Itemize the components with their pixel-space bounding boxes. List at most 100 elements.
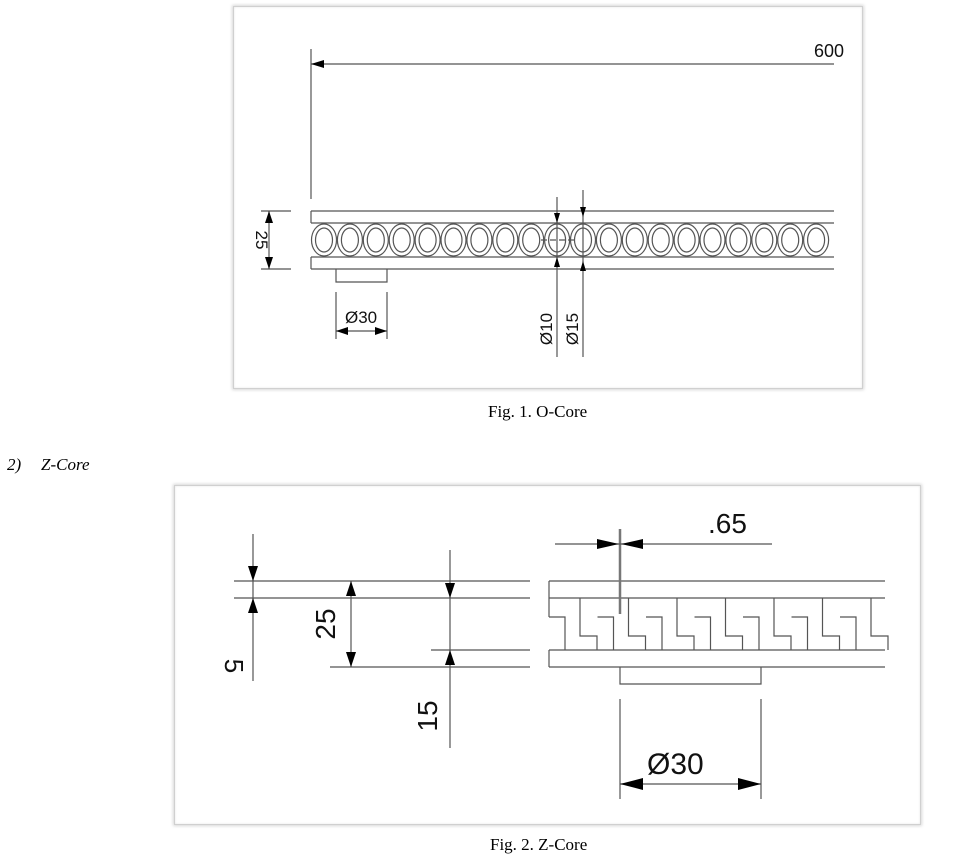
tube (621, 223, 648, 257)
z-cell-lower-wall (694, 616, 712, 650)
dim-thickness: 25 (252, 231, 271, 250)
z-cell-lower-wall (597, 616, 615, 650)
arrow-head-icon (346, 652, 356, 667)
z-cell-lower-wall (791, 616, 809, 650)
section-title: Z-Core (41, 455, 90, 474)
z-cell-lower-wall (743, 616, 760, 650)
z-cell-upper-wall (821, 598, 841, 650)
arrow-head-icon (620, 778, 643, 790)
tube-outer-wall (621, 223, 648, 257)
tube (725, 223, 752, 257)
dim-wall-spacing: .65 (708, 508, 747, 539)
dim-insert-diameter: Ø30 (345, 308, 377, 327)
z-cell-lower-wall (646, 616, 663, 650)
z-cell-upper-wall (870, 598, 889, 650)
arrow-head-icon (597, 539, 619, 549)
tube-inner-wall (340, 227, 360, 253)
dim-total-thickness: 25 (310, 608, 341, 639)
tube-inner-wall (625, 227, 644, 253)
tube-inner-wall (651, 227, 670, 253)
tube (673, 223, 700, 257)
figure-caption-1: Fig. 1. O-Core (488, 402, 588, 421)
z-cell-upper-wall (676, 598, 695, 650)
arrow-head-icon (554, 257, 560, 267)
z-core-cells (549, 598, 889, 650)
tube (647, 223, 674, 257)
tube-inner-wall (729, 227, 748, 253)
z-cell-lower-wall (549, 616, 566, 650)
tube-outer-wall (440, 223, 467, 257)
arrow-head-icon (265, 257, 273, 269)
tube-inner-wall (444, 227, 463, 253)
tube (777, 223, 804, 257)
arrow-head-icon (445, 650, 455, 665)
tube-outer-wall (362, 223, 389, 257)
tube-outer-wall (336, 223, 364, 257)
section-number: 2) (7, 455, 22, 474)
tube-outer-wall (466, 223, 493, 257)
tube-outer-wall (414, 223, 441, 257)
dim-inner-diameter: Ø10 (537, 313, 556, 345)
tube (440, 223, 467, 257)
tube-outer-wall (673, 223, 700, 257)
z-cell-upper-wall (724, 598, 744, 650)
arrow-head-icon (248, 566, 258, 581)
arrow-head-icon (248, 598, 258, 613)
tube (518, 223, 545, 257)
tube-outer-wall (751, 223, 778, 257)
tube-row (310, 223, 830, 257)
tube (492, 223, 519, 257)
tube (802, 223, 830, 257)
arrow-head-icon (580, 207, 586, 217)
tube (466, 223, 493, 257)
figure-z-core: 5 25 15 .65 Ø30 (174, 485, 921, 825)
tube-outer-wall (802, 223, 830, 257)
section-heading: 2) Z-Core (7, 455, 90, 475)
dim-insert-diameter: Ø30 (647, 748, 704, 781)
arrow-head-icon (265, 211, 273, 223)
tube (595, 223, 622, 257)
dim-outer-diameter: Ø15 (563, 313, 582, 345)
tube (751, 223, 778, 257)
tube-inner-wall (496, 227, 515, 253)
tube-outer-wall (777, 223, 804, 257)
tube-outer-wall (595, 223, 622, 257)
arrow-head-icon (311, 60, 324, 68)
tube-outer-wall (388, 223, 415, 257)
tube (336, 223, 364, 257)
tube-inner-wall (470, 227, 489, 253)
tube-outer-wall (310, 223, 338, 257)
dim-core-height: 15 (412, 700, 443, 731)
tube-outer-wall (725, 223, 752, 257)
tube (362, 223, 389, 257)
insert-block (619, 667, 762, 685)
arrow-head-icon (738, 778, 761, 790)
tube-inner-wall (599, 227, 618, 253)
tube-inner-wall (703, 227, 722, 253)
tube-inner-wall (677, 227, 696, 253)
arrow-head-icon (580, 261, 586, 271)
insert-block (335, 269, 388, 283)
tube-inner-wall (755, 227, 774, 253)
arrow-head-icon (621, 539, 643, 549)
arrow-head-icon (336, 327, 348, 335)
figure-o-core: 600 25 Ø30 Ø10 Ø15 (233, 6, 863, 389)
tube (699, 223, 726, 257)
z-core-drawing: 5 25 15 .65 Ø30 (219, 508, 889, 799)
arrow-head-icon (554, 213, 560, 223)
z-cell-upper-wall (627, 598, 647, 650)
dim-overall-length: 600 (814, 41, 844, 61)
tube-outer-wall (699, 223, 726, 257)
tube (310, 223, 338, 257)
tube-inner-wall (806, 227, 826, 253)
tube (388, 223, 415, 257)
tube-inner-wall (314, 227, 334, 253)
tube-inner-wall (366, 227, 385, 253)
tube (414, 223, 441, 257)
arrow-head-icon (375, 327, 387, 335)
dim-skin-thickness: 5 (219, 659, 249, 673)
z-cell-upper-wall (579, 598, 598, 650)
figure-caption-2: Fig. 2. Z-Core (490, 835, 588, 854)
z-cell-lower-wall (840, 616, 857, 650)
tube-inner-wall (392, 227, 411, 253)
